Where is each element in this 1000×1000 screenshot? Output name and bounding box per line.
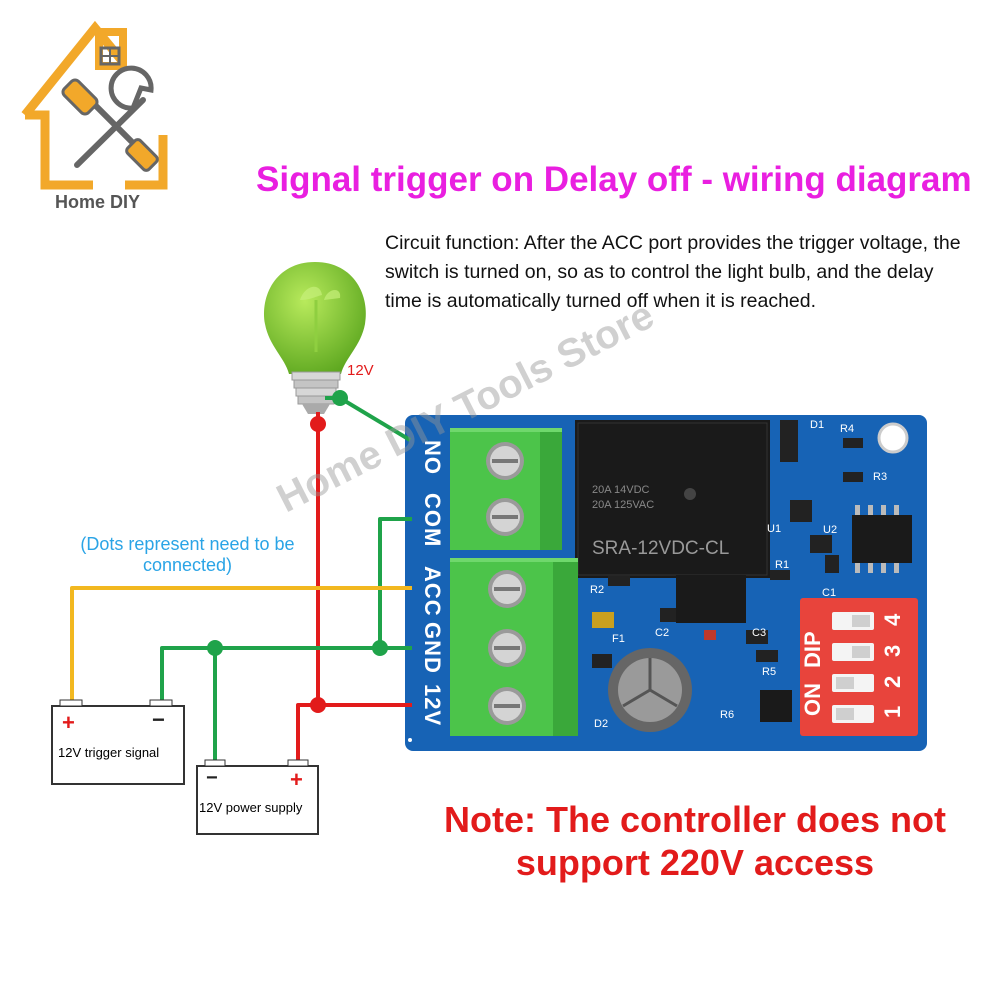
battery-power-supply	[196, 759, 319, 835]
board-label: R5	[762, 666, 776, 678]
terminal-label-com: COM	[420, 493, 445, 548]
board-label: C1	[822, 587, 836, 599]
board-label: R1	[775, 559, 789, 571]
connection-dots	[207, 390, 388, 713]
terminal-screws	[486, 442, 526, 725]
home-diy-logo	[21, 20, 168, 190]
wire-com	[378, 517, 412, 648]
power-minus-symbol: −	[206, 767, 218, 789]
ic-chip	[852, 515, 912, 563]
battery-trigger-signal	[51, 699, 185, 785]
board-label: R4	[840, 423, 854, 435]
light-bulb-icon	[264, 262, 366, 414]
board-label: R2	[590, 584, 604, 596]
dip-number-3: 3	[880, 645, 905, 657]
board-label: F1	[612, 633, 625, 645]
terminal-label-12v: 12V	[420, 684, 445, 727]
power-battery-label: 12V power supply	[199, 800, 303, 815]
trigger-plus-symbol: +	[62, 710, 75, 735]
bulb-voltage-label: 12V	[347, 362, 374, 379]
relay-rating-2: 20A 125VAC	[592, 499, 654, 511]
terminal-label-acc: ACC	[420, 566, 445, 617]
relay-component	[575, 420, 770, 578]
board-label: R6	[720, 709, 734, 721]
board-label: C2	[655, 627, 669, 639]
dip-number-1: 1	[880, 706, 905, 718]
board-label: R3	[873, 471, 887, 483]
wire-power-positive	[296, 703, 318, 766]
wire-acc	[70, 586, 412, 706]
relay-rating-1: 20A 14VDC	[592, 484, 650, 496]
dip-on-label: ON	[800, 683, 825, 716]
board-label: D1	[810, 419, 824, 431]
board-label: U2	[823, 524, 837, 536]
warning-note: Note: The controller does not support 22…	[443, 799, 946, 883]
dip-label: DIP	[800, 631, 825, 668]
board-label: D2	[594, 718, 608, 730]
circuit-description: Circuit function: After the ACC port pro…	[385, 232, 961, 312]
brand-name: Home DIY	[55, 192, 141, 212]
diagram-title: Signal trigger on Delay off - wiring dia…	[256, 160, 972, 199]
wire-gnd	[160, 646, 412, 706]
trigger-battery-label: 12V trigger signal	[58, 745, 160, 760]
board-label: U1	[767, 523, 781, 535]
dots-note: (Dots represent need to be connected)	[80, 534, 295, 575]
dip-number-2: 2	[880, 676, 905, 688]
terminal-label-gnd: GND	[420, 622, 445, 674]
relay-model: SRA-12VDC-CL	[592, 538, 729, 559]
power-plus-symbol: +	[290, 767, 303, 792]
trigger-minus-symbol: −	[152, 707, 165, 732]
dip-switch	[800, 598, 918, 736]
board-label: C3	[752, 627, 766, 639]
dip-number-4: 4	[880, 613, 905, 626]
